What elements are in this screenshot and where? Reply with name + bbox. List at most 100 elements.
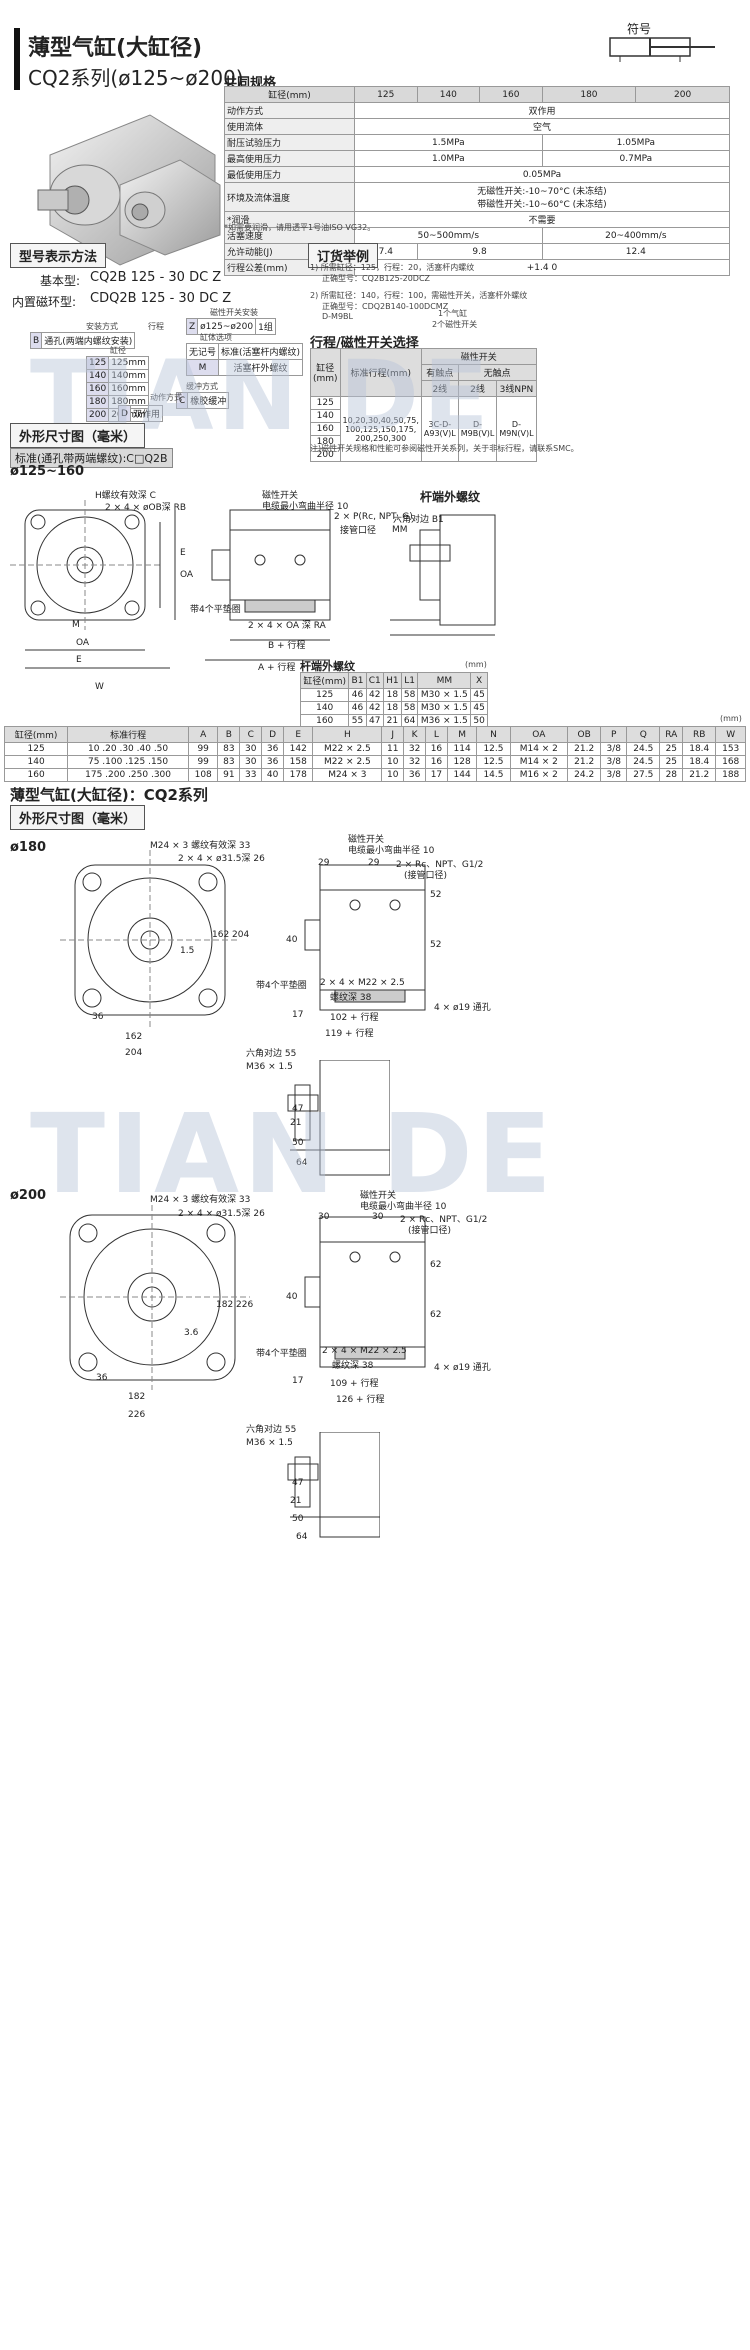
- rod-cell: 140: [299, 701, 350, 715]
- main-table-cell: 91: [217, 768, 241, 782]
- d200-side-dim: 62: [430, 1260, 442, 1270]
- rod-table-title: 杆端外螺纹: [300, 660, 355, 673]
- d200-dim: 182: [216, 1300, 234, 1310]
- main-table-cell: 36: [261, 742, 284, 756]
- main-table-cell: 83: [217, 742, 241, 756]
- d200-hex: 六角对边 55: [246, 1425, 297, 1435]
- d200-front-drawing: [60, 1205, 250, 1390]
- sw-h-contactless: 无触点: [457, 364, 537, 381]
- main-table-cell: 11: [381, 742, 405, 756]
- d200-dim: 3.6: [184, 1328, 199, 1338]
- rod-cell: M30 × 1.5: [417, 701, 472, 715]
- d180-thread2: 2 × 4 × M22 × 2.5: [320, 978, 405, 988]
- spec-cell: 不需要: [354, 211, 730, 228]
- mount-code: B: [29, 332, 43, 349]
- cushion-title: 缓冲方式: [186, 382, 218, 391]
- main-table-header: L: [425, 726, 448, 743]
- spec-row-label: 动作方式: [224, 102, 355, 119]
- washer-label: 带4个平垫圈: [190, 605, 241, 615]
- dim-m: OA: [76, 638, 90, 648]
- dim-m-v: OA: [180, 570, 194, 580]
- cylinder-photo-small: [119, 159, 221, 256]
- d200-side-dim: 40: [286, 1292, 298, 1302]
- spec-row-label: *润滑: [224, 211, 355, 228]
- cushion-desc: 橡胶缓冲: [187, 392, 230, 409]
- main-table-cell: 99: [187, 755, 219, 769]
- d200-rod-dim: 47: [292, 1478, 304, 1488]
- rod-h: L1: [400, 672, 419, 689]
- main-table-header: 缸径(mm): [3, 726, 69, 743]
- main-table-cell: 40: [261, 768, 284, 782]
- watermark: TIAN DE: [30, 1090, 556, 1218]
- cushion-code: C: [175, 392, 189, 409]
- main-table-cell: 12.5: [476, 742, 511, 756]
- main-table-header: OA: [509, 726, 569, 743]
- spec-cell: 1.0MPa: [354, 150, 543, 167]
- d180-dim: 204: [232, 930, 250, 940]
- main-table-cell: 3/8: [600, 755, 628, 769]
- d180-stroke1: 102 + 行程: [330, 1013, 379, 1023]
- sw-bore: 200: [310, 448, 341, 462]
- d200-label: ø200: [10, 1188, 47, 1203]
- rod-cell: 125: [299, 688, 350, 702]
- main-table-cell: 168: [715, 755, 746, 769]
- front-view-125-drawing: [10, 500, 176, 669]
- main-table-cell: M24 × 3: [312, 768, 383, 782]
- d180-side-dim: 52: [430, 940, 442, 950]
- main-table-cell: 153: [715, 742, 746, 756]
- rod-cell: 58: [400, 688, 419, 702]
- main-table-cell: 21.2: [682, 768, 717, 782]
- b-stroke: B + 行程: [268, 641, 306, 651]
- rod-cell: 46: [348, 688, 367, 702]
- d180-dim: 1.5: [180, 946, 195, 956]
- spec-col-header: 160: [479, 86, 543, 103]
- title-accent-bar: [14, 28, 20, 90]
- main-table-cell: 32: [403, 742, 426, 756]
- main-table-cell: 10: [381, 755, 405, 769]
- sw-bore: 140: [310, 409, 341, 423]
- sw-h-stroke: 标准行程(mm): [339, 348, 422, 397]
- bore-code: 125: [85, 356, 110, 370]
- d180-thread: M24 × 3 螺纹有效深 33: [150, 841, 251, 851]
- side-view-125-drawing: [205, 509, 331, 661]
- sw-h-bore: 缸径(mm): [310, 348, 341, 397]
- d200-stroke1: 109 + 行程: [330, 1379, 379, 1389]
- spec-cell-line: 无磁性开关:-10~70°C (未冻结): [477, 187, 607, 197]
- d180-front-drawing: [60, 850, 240, 1030]
- spec-cell: 无磁性开关:-10~70°C (未冻结)带磁性开关:-10~60°C (未冻结): [354, 182, 730, 212]
- builtin-label: 内置磁环型:: [12, 295, 77, 309]
- h-thread-note: H螺纹有效深 C: [95, 491, 156, 501]
- d200-side-dim: 62: [430, 1310, 442, 1320]
- main-table-cell: 108: [187, 768, 219, 782]
- main-table-cell: 36: [403, 768, 426, 782]
- d180-dim: 36: [92, 1012, 104, 1022]
- builtin-code: CDQ2B 125 - 30 DC Z: [90, 291, 232, 306]
- d200-switch: 磁性开关: [360, 1191, 397, 1201]
- d200-stroke2: 126 + 行程: [336, 1395, 385, 1405]
- spec-cell: 50~500mm/s: [354, 227, 543, 244]
- series2-title: 薄型气缸(大缸径)：CQ2系列: [10, 786, 208, 804]
- rod-cell: M30 × 1.5: [417, 688, 472, 702]
- main-table-cell: 10: [381, 768, 405, 782]
- spec-col-header: 140: [416, 86, 481, 103]
- d180-rod-thread: M36 × 1.5: [246, 1062, 293, 1072]
- main-table-cell: 27.5: [626, 768, 661, 782]
- main-table-header: B: [217, 726, 241, 743]
- spec-cell: 12.4: [541, 243, 731, 260]
- d180-holes: 2 × 4 × ø31.5深 26: [178, 854, 265, 864]
- spec-col-header: 200: [635, 86, 730, 103]
- main-table-cell: 17: [425, 768, 448, 782]
- d200-port: 2 × Rc、NPT、G1/2: [400, 1215, 488, 1225]
- d200-dim: 36: [96, 1373, 108, 1383]
- port-note: 接管口径: [340, 526, 377, 536]
- body-m: M: [185, 359, 220, 376]
- rod-cell: 58: [400, 701, 419, 715]
- spec-col-header: 缸径(mm): [224, 86, 355, 103]
- rod-cell: 18: [382, 688, 402, 702]
- main-table-cell: 18.4: [682, 755, 717, 769]
- action-title: 动作方式: [150, 393, 182, 402]
- d180-rod-dim: 50: [292, 1138, 304, 1148]
- rod-end-drawing: [390, 514, 496, 636]
- d200-rod-dim: 50: [292, 1514, 304, 1524]
